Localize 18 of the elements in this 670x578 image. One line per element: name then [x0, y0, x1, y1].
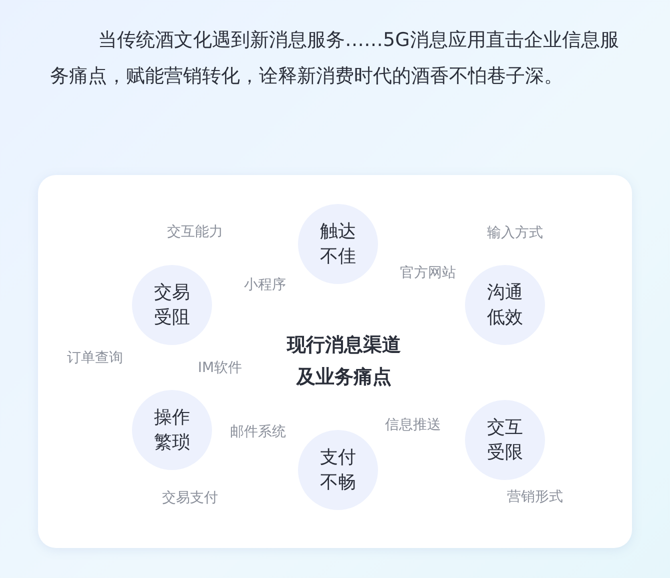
channel-label: 订单查询 [67, 349, 123, 367]
pain-point-text: 沟通低效 [486, 281, 524, 330]
channel-label: 营销形式 [507, 488, 563, 506]
pain-point-text: 交互受限 [486, 416, 524, 465]
channel-label: 邮件系统 [230, 423, 286, 441]
pain-point-text: 交易受阻 [153, 281, 191, 330]
channel-label: 交易支付 [162, 489, 218, 507]
channel-label: 信息推送 [385, 416, 441, 434]
intro-paragraph: 当传统酒文化遇到新消息服务……5G消息应用直击企业信息服务痛点，赋能营销转化，诠释新消费时代的酒香不怕巷子深。 [50, 28, 620, 89]
center-heading: 现行消息渠道及业务痛点 [286, 333, 402, 390]
pain-point-text: 支付不畅 [319, 446, 357, 495]
channel-label: 交互能力 [167, 223, 223, 241]
channel-label: 小程序 [244, 276, 286, 294]
pain-point-text: 操作繁琐 [153, 406, 191, 455]
channel-label: IM软件 [198, 359, 242, 377]
channel-label: 官方网站 [400, 264, 456, 282]
pain-point-text: 触达不佳 [319, 220, 357, 269]
channel-label: 输入方式 [487, 224, 543, 242]
